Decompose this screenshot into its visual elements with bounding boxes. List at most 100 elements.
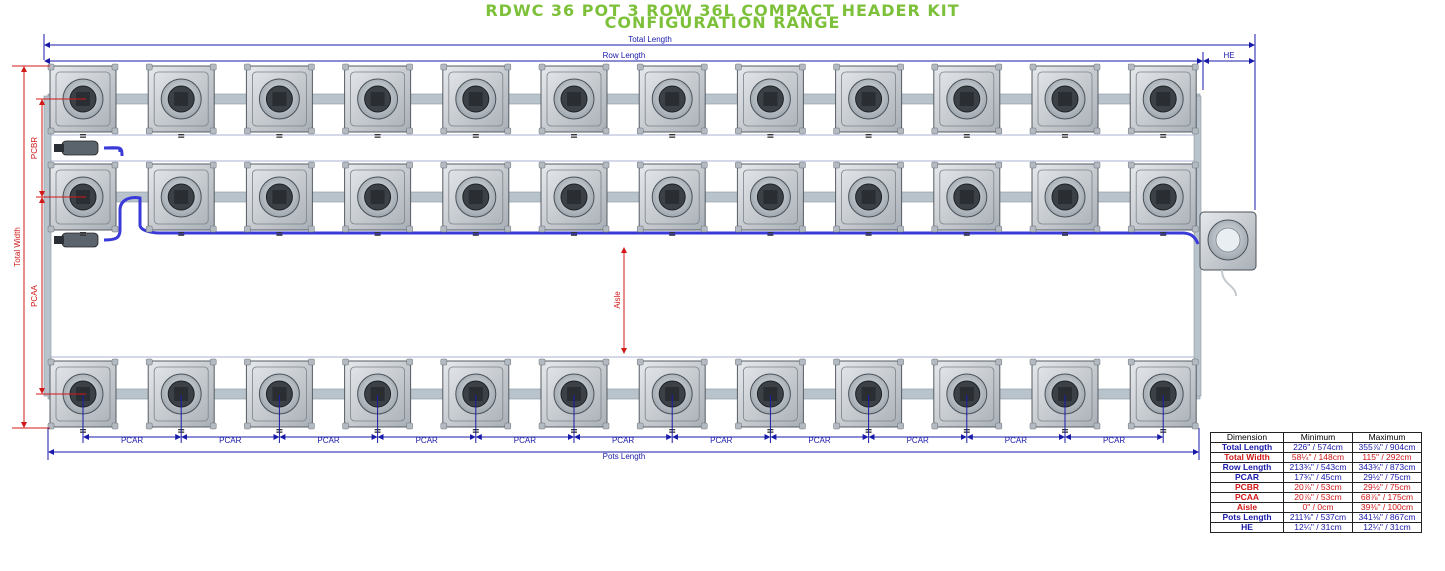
pot-corner	[995, 63, 1003, 71]
pot	[145, 63, 217, 138]
table-cell-minimum: 213¾" / 543cm	[1283, 462, 1353, 473]
pot-marker	[865, 134, 872, 136]
pot-corner	[406, 161, 413, 169]
pot	[1029, 161, 1101, 236]
pot-corner	[833, 63, 840, 71]
pot-corner	[111, 422, 119, 430]
pot-marker	[472, 232, 479, 234]
pot-corner	[440, 161, 448, 169]
pot-corner	[440, 358, 448, 366]
pot-marker	[374, 232, 381, 234]
pot-corner	[308, 422, 315, 430]
pot-marker	[963, 234, 970, 236]
pot-rim	[939, 169, 995, 225]
pot-corner	[308, 63, 315, 71]
pot-rim	[841, 169, 896, 225]
pot-corner	[504, 358, 512, 366]
net-pot-grid	[861, 190, 876, 204]
pot-marker	[767, 134, 774, 136]
net-pot-grid	[468, 387, 483, 401]
pot-corner	[799, 127, 806, 135]
pot	[1029, 358, 1101, 433]
pot	[1127, 63, 1199, 138]
pot	[931, 358, 1003, 433]
total-width-label: Total Width	[13, 227, 22, 267]
pot-marker	[669, 232, 676, 234]
row-length-label: Row Length	[603, 51, 646, 60]
pot-corner	[440, 225, 448, 233]
pot-corner	[995, 358, 1003, 366]
net-pot-grid	[174, 190, 189, 204]
pot-corner	[931, 127, 939, 135]
pot	[538, 63, 610, 138]
pot-corner	[735, 422, 742, 430]
pot	[636, 358, 708, 433]
pot-marker	[374, 134, 381, 136]
pot-marker	[767, 234, 774, 236]
pot-corner	[1127, 161, 1135, 169]
pot	[342, 63, 413, 138]
net-pot-grid	[272, 92, 287, 106]
pot	[244, 161, 315, 236]
pot-corner	[244, 422, 251, 430]
pot-corner	[833, 225, 840, 233]
pot-corner	[931, 63, 939, 71]
pot-marker	[963, 134, 970, 136]
pot-marker	[276, 136, 283, 138]
pot-corner	[342, 161, 349, 169]
pot-corner	[145, 161, 153, 169]
pot	[145, 161, 217, 236]
pot	[1127, 161, 1199, 236]
table-cell-maximum: 29½" / 75cm	[1352, 482, 1422, 493]
table-cell-maximum: 68⅞" / 175cm	[1352, 492, 1422, 503]
header-tank-cap	[1215, 227, 1241, 253]
pot-corner	[209, 422, 217, 430]
pot-corner	[636, 127, 644, 135]
pot-marker	[1160, 134, 1167, 136]
pot-corner	[602, 225, 610, 233]
pot	[440, 63, 512, 138]
pot-corner	[406, 127, 413, 135]
pot-corner	[833, 161, 840, 169]
inlet-fitting-cap	[54, 144, 64, 152]
pot-corner	[342, 358, 349, 366]
pot-corner	[342, 422, 349, 430]
pot-corner	[504, 422, 512, 430]
pot-corner	[833, 127, 840, 135]
pot	[735, 63, 806, 138]
pot-rim	[448, 71, 504, 127]
pot-corner	[209, 63, 217, 71]
pot-marker	[767, 136, 774, 138]
pot-corner	[1127, 358, 1135, 366]
pot	[735, 161, 806, 236]
pot-marker	[1160, 234, 1167, 236]
pot-marker	[767, 232, 774, 234]
pot-marker	[1062, 234, 1068, 236]
inlet-fitting-cap	[54, 236, 64, 244]
pot	[440, 161, 512, 236]
net-pot-grid	[468, 190, 483, 204]
pot-corner	[504, 127, 512, 135]
pot-rim	[939, 71, 995, 127]
pot-corner	[538, 422, 546, 430]
pot-corner	[209, 358, 217, 366]
pot-corner	[111, 127, 119, 135]
pcbr-label: PCBR	[30, 137, 39, 159]
pcar-label: PCAR	[907, 436, 929, 445]
pot-corner	[636, 422, 644, 430]
pot-marker	[178, 136, 185, 138]
table-cell-maximum: 29½" / 75cm	[1352, 472, 1422, 483]
pot-corner	[700, 422, 708, 430]
net-pot-grid	[861, 387, 876, 401]
pot-marker	[178, 234, 185, 236]
net-pot-grid	[370, 387, 385, 401]
drain-hose	[1221, 269, 1237, 297]
pcar-label: PCAR	[808, 436, 830, 445]
table-cell-dimension: Aisle	[1210, 502, 1284, 513]
pot-corner	[111, 63, 119, 71]
pot-marker	[80, 136, 86, 138]
